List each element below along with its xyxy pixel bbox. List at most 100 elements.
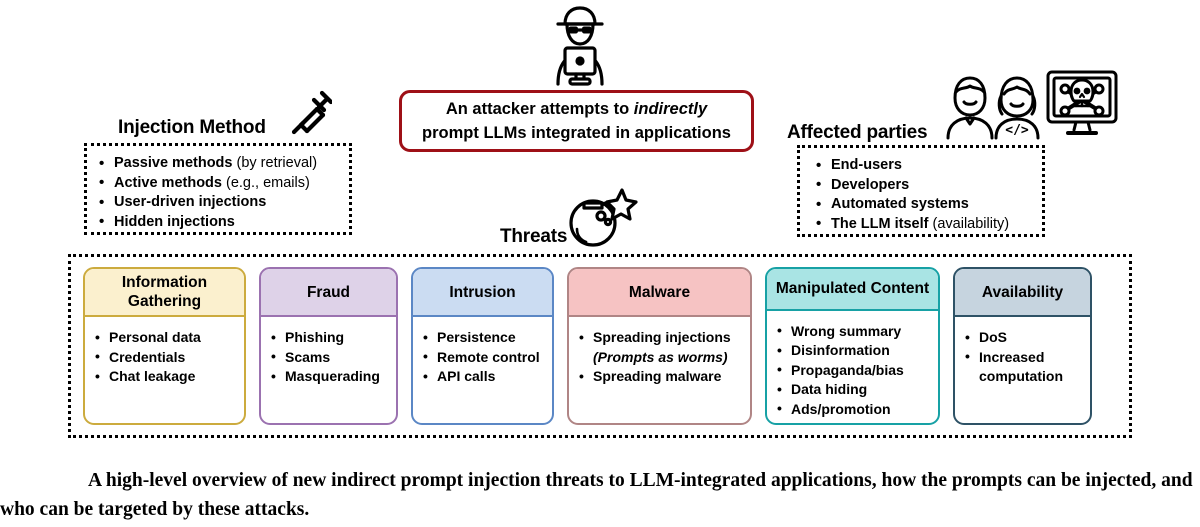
list-item: DoS	[963, 328, 1084, 348]
list-item-label: End-users	[831, 157, 902, 173]
user-male-icon	[944, 72, 996, 140]
list-item: Phishing	[269, 328, 390, 348]
list-item-label: Propaganda/bias	[791, 361, 904, 378]
list-item: Credentials	[93, 347, 238, 368]
threat-card-title: Information Gathering	[85, 269, 244, 317]
list-item: Increased computation	[963, 347, 1084, 387]
list-item-label: Automated systems	[831, 196, 969, 212]
injection-method-panel: Passive methods (by retrieval) Active me…	[84, 143, 352, 235]
list-item: Scams	[269, 347, 390, 368]
list-item-label: DoS	[979, 329, 1007, 345]
list-item-label: Active methods	[114, 174, 222, 191]
list-item: Persistence	[421, 328, 546, 348]
list-item: Spreading injections (Prompts as worms)	[577, 328, 744, 367]
list-item-label: Developers	[831, 176, 910, 193]
list-item-label: Ads/promotion	[791, 400, 891, 417]
threat-card-list: Wrong summaryDisinformationPropaganda/bi…	[775, 321, 932, 420]
list-item-note: (Prompts as worms)	[593, 348, 728, 365]
list-item: Spreading malware	[577, 367, 744, 387]
list-item-label: Phishing	[285, 329, 345, 345]
list-item: Passive methods (by retrieval)	[95, 154, 349, 174]
threats-title: Threats	[500, 226, 568, 247]
threat-card-body: PersistenceRemote controlAPI calls	[413, 317, 552, 423]
list-item: Ads/promotion	[775, 399, 932, 420]
list-item: Chat leakage	[93, 367, 238, 387]
list-item-label: Disinformation	[791, 342, 890, 358]
list-item: Disinformation	[775, 341, 932, 361]
svg-text:</>: </>	[1005, 123, 1029, 138]
list-item-label: Increased computation	[979, 348, 1063, 385]
threat-card-title: Manipulated Content	[767, 269, 938, 311]
figure-caption: A high-level overview of new indirect pr…	[0, 470, 1193, 520]
list-item-label: Hidden injections	[114, 213, 235, 230]
list-item-label: Remote control	[437, 348, 540, 365]
threat-card-title: Malware	[569, 269, 750, 317]
syringe-icon	[286, 88, 332, 138]
threat-card: MalwareSpreading injections (Prompts as w…	[567, 267, 752, 425]
list-item-label: Spreading injections	[593, 329, 731, 345]
list-item-label: Data hiding	[791, 381, 868, 397]
threat-card-body: Personal dataCredentialsChat leakage	[85, 317, 244, 423]
threat-card-title: Availability	[955, 269, 1090, 317]
threat-card: IntrusionPersistenceRemote controlAPI ca…	[411, 267, 554, 425]
list-item-note: (e.g., emails)	[221, 174, 310, 191]
list-item-label: Personal data	[109, 329, 201, 345]
list-item-label: Persistence	[437, 329, 516, 345]
list-item: Automated systems	[812, 195, 1042, 215]
threat-card-list: PersistenceRemote controlAPI calls	[421, 328, 546, 387]
threat-card-list: Personal dataCredentialsChat leakage	[93, 328, 238, 387]
attacker-line-1: An attacker attempts to indirectly	[446, 97, 707, 121]
list-item: Personal data	[93, 328, 238, 348]
list-item-label: User-driven injections	[114, 194, 267, 210]
threat-card-title: Fraud	[261, 269, 396, 317]
list-item-label: API calls	[437, 368, 496, 384]
affected-parties-title: Affected parties	[787, 122, 928, 143]
threat-card-list: Spreading injections(Prompts as worms)Sp…	[577, 328, 744, 387]
list-item: API calls	[421, 367, 546, 387]
list-item-label: Credentials	[109, 348, 186, 365]
list-item-label: Wrong summary	[791, 322, 902, 339]
list-item: Developers	[812, 175, 1042, 196]
list-item: Masquerading	[269, 367, 390, 387]
list-item: Propaganda/bias	[775, 360, 932, 381]
threat-card-body: Wrong summaryDisinformationPropaganda/bi…	[767, 311, 938, 424]
list-item: Hidden injections	[95, 212, 349, 233]
threat-card: AvailabilityDoS Increased computation	[953, 267, 1092, 425]
injection-method-title: Injection Method	[118, 117, 266, 138]
list-item: The LLM itself (availability)	[812, 214, 1042, 235]
list-item-label: Masquerading	[285, 368, 380, 384]
threat-card: Manipulated ContentWrong summaryDisinfor…	[765, 267, 940, 425]
threat-card-body: Spreading injections(Prompts as worms)Sp…	[569, 317, 750, 423]
list-item-label: Spreading malware	[593, 368, 722, 384]
list-item-note: (availability)	[928, 215, 1010, 232]
affected-parties-panel: End-users Developers Automated systems T…	[797, 145, 1045, 237]
hacker-at-computer-icon	[543, 4, 617, 88]
list-item: User-driven injections	[95, 193, 349, 213]
threats-panel: Information GatheringPersonal dataCreden…	[68, 254, 1132, 438]
monitor-skull-icon	[1044, 68, 1120, 140]
list-item-label: The LLM itself	[831, 215, 929, 232]
list-item-note: (by retrieval)	[232, 155, 318, 171]
list-item-label: Passive methods	[114, 155, 233, 171]
list-item: Active methods (e.g., emails)	[95, 173, 349, 194]
list-item-label: Scams	[285, 348, 331, 365]
threat-card: FraudPhishingScamsMasquerading	[259, 267, 398, 425]
list-item: Data hiding	[775, 380, 932, 400]
affected-parties-list: End-users Developers Automated systems T…	[812, 156, 1042, 234]
threat-card-list: DoS Increased computation	[963, 328, 1084, 387]
threat-cards-row: Information GatheringPersonal dataCreden…	[83, 267, 1117, 425]
list-item-label: Chat leakage	[109, 368, 196, 384]
injection-method-list: Passive methods (by retrieval) Active me…	[95, 154, 349, 232]
bomb-icon	[562, 183, 638, 249]
threat-card-body: PhishingScamsMasquerading	[261, 317, 396, 423]
threat-card-list: PhishingScamsMasquerading	[269, 328, 390, 387]
threat-card-body: DoS Increased computation	[955, 317, 1090, 423]
list-item: Remote control	[421, 347, 546, 368]
attacker-statement-box: An attacker attempts to indirectly promp…	[399, 90, 754, 152]
list-item: Wrong summary	[775, 321, 932, 342]
attacker-line-2: prompt LLMs integrated in applications	[422, 124, 731, 142]
user-female-developer-icon: </>	[991, 72, 1043, 140]
attacker-line-1-emphasis: indirectly	[633, 100, 708, 118]
threat-card: Information GatheringPersonal dataCreden…	[83, 267, 246, 425]
attacker-line-1-text: An attacker attempts to	[445, 100, 634, 118]
